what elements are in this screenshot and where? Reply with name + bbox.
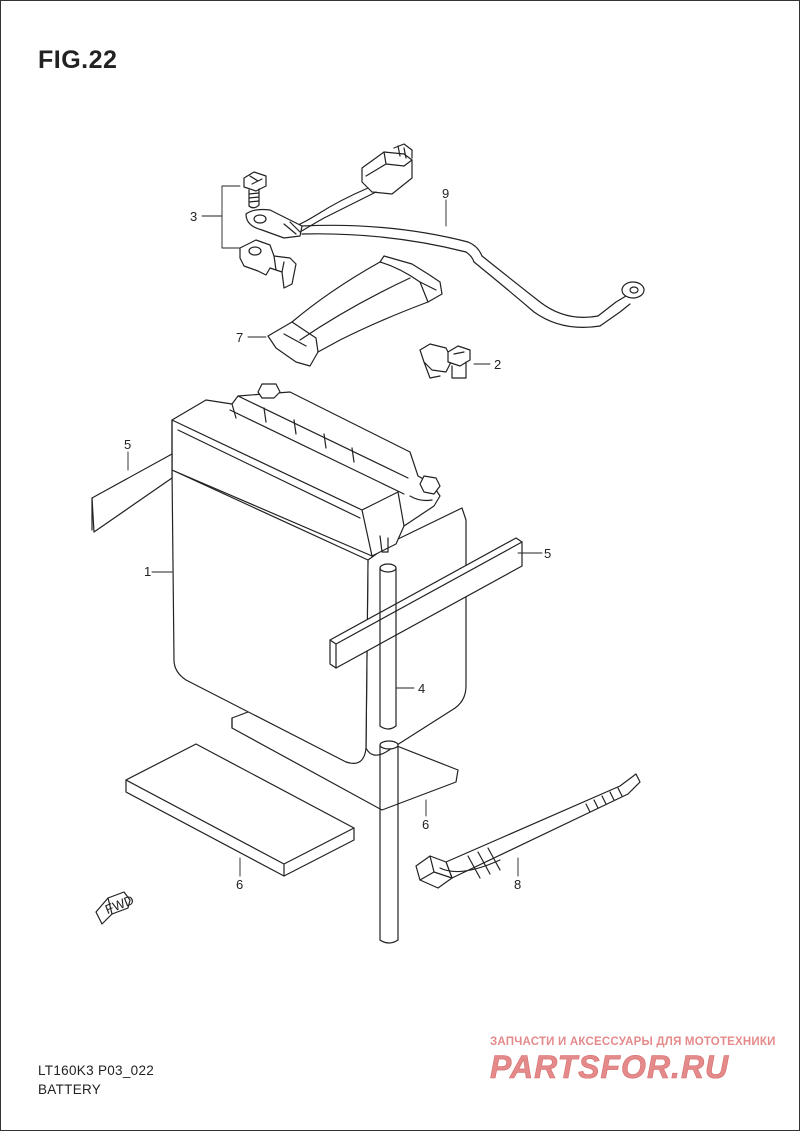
callout-5-left: 5 [124,437,131,452]
part-8-clamp [415,773,641,889]
callout-6-rear: 6 [422,817,429,832]
part-2-terminal-bolt [419,343,471,379]
callout-3: 3 [190,209,197,224]
part-7-battery-band [267,255,443,367]
part-3-bolt-nut [239,171,297,289]
fwd-label: FWD [103,892,136,917]
fwd-arrow-icon [95,891,131,925]
leader-lines [127,185,543,877]
callout-5-right: 5 [544,546,551,561]
watermark-tagline: ЗАПЧАСТИ И АКСЕССУАРЫ ДЛЯ МОТОТЕХНИКИ [490,1036,776,1048]
model-code: LT160K3 P03_022 [38,1063,155,1078]
callout-7: 7 [236,330,243,345]
watermark-logo-text: PARTSFOR.RU [490,1049,729,1084]
part-5-cushion-left [91,453,173,533]
callout-4: 4 [418,681,425,696]
part-5-cushion-right [329,537,523,669]
figure-title: FIG.22 [38,46,118,74]
section-name: BATTERY [38,1082,102,1097]
callout-6-front: 6 [236,877,243,892]
callout-1: 1 [144,564,151,579]
part-1-battery [171,383,467,764]
part-9-lead-wire [245,143,645,328]
callout-2: 2 [494,357,501,372]
part-4-breather-hose [379,563,399,944]
part-6-pad-front [125,743,355,877]
callout-8: 8 [514,877,521,892]
callout-9: 9 [442,186,449,201]
watermark-logo: PARTSFOR.RU [490,1049,729,1084]
